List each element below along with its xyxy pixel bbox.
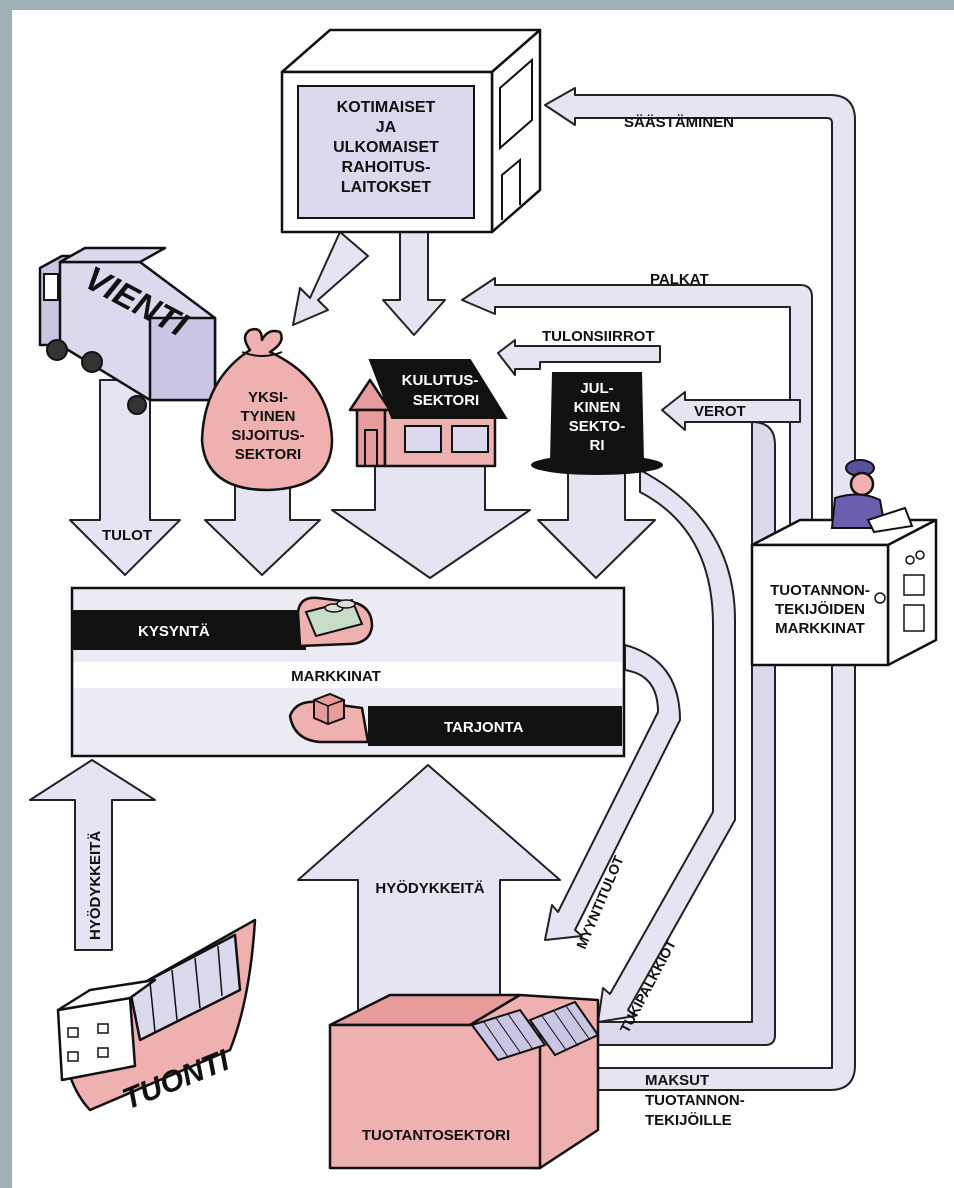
tulot-arrow [69, 379, 181, 576]
tukipalkkiot-arrow [597, 469, 736, 1023]
tuonti-up-arrow [29, 759, 156, 951]
julkinen-label-line-2: KINEN [574, 399, 621, 416]
julkinen-hat [531, 372, 663, 475]
rahoitus-building [280, 28, 542, 234]
tuotanto-factory [328, 993, 600, 1170]
tarjonta-label: TARJONTA [444, 719, 524, 736]
tuotanto-label: TUOTANTOSEKTORI [362, 1127, 510, 1144]
julkinen-label-line-1: JUL- [580, 380, 613, 397]
kulutus-label-line-2: SEKTORI [413, 392, 479, 409]
myyntitulot-arrow [544, 644, 681, 941]
yksityinen-label-line-1: YKSI- [248, 389, 288, 406]
yksityinen-label-line-3: SIJOITUS- [231, 427, 304, 444]
yksityinen-label: YKSI- TYINEN SIJOITUS- SEKTORI [231, 389, 304, 463]
julkinen-label-line-3: SEKTO- [569, 418, 625, 435]
yksityinen-label-line-4: SEKTORI [235, 446, 301, 463]
maksut-return-arrow [597, 421, 776, 1046]
rahoitus-label-line-1: KOTIMAISET [337, 99, 436, 116]
verot-arrow [661, 391, 801, 431]
tuonti-ship [56, 918, 257, 1112]
goods-hand-icon [288, 692, 370, 744]
tulot-label: TULOT [102, 527, 152, 544]
tuotannontekijoiden-label-line-3: MARKKINAT [775, 620, 865, 637]
tuotannontekijoiden-label: TUOTANNON- TEKIJÖIDEN MARKKINAT [770, 582, 870, 637]
tarjonta-bar [368, 706, 622, 746]
palkat-label: PALKAT [650, 271, 709, 288]
palkat-arrow [461, 277, 813, 566]
maksut-label: MAKSUT TUOTANNON- TEKIJÖILLE [645, 1072, 745, 1129]
tulonsiirrot-arrow [497, 339, 661, 376]
rahoitus-label-line-2: JA [376, 119, 397, 136]
maksut-label-line-1: MAKSUT [645, 1072, 709, 1089]
maksut-label-line-3: TEKIJÖILLE [645, 1112, 732, 1129]
yksityinen-money-bag [200, 327, 334, 492]
tuotannontekijoiden-label-line-2: TEKIJÖIDEN [775, 601, 865, 618]
markkinat-band [74, 662, 622, 688]
rahoitus-label-line-5: LAITOKSET [341, 179, 432, 196]
kysynta-label: KYSYNTÄ [138, 623, 210, 640]
tuotannontekijoiden-label-line-1: TUOTANNON- [770, 582, 870, 599]
kulutus-label: KULUTUS- SEKTORI [402, 372, 480, 409]
tulonsiirrot-label: TULONSIIRROT [542, 328, 655, 345]
vienti-truck [38, 246, 217, 415]
saastaminen-arrow [544, 87, 856, 1091]
yksityinen-down-arrow [204, 479, 321, 576]
rahoitus-label: KOTIMAISET JA ULKOMAISET RAHOITUS- LAITO… [333, 99, 439, 196]
tuotannontekijoiden-booth [750, 459, 938, 667]
money-hand-icon [296, 596, 374, 648]
rahoitus-label-line-4: RAHOITUS- [342, 159, 431, 176]
kysynta-bar [72, 610, 306, 650]
hyodykkeita-center-label: HYÖDYKKEITÄ [375, 880, 484, 897]
maksut-label-line-2: TUOTANNON- [645, 1092, 745, 1109]
rahoitus-to-yksityinen-arrow [292, 231, 369, 326]
rahoitus-label-line-3: ULKOMAISET [333, 139, 439, 156]
kulutus-house [348, 359, 508, 468]
saastaminen-label: SÄÄSTÄMINEN [624, 114, 734, 131]
verot-label: VEROT [694, 403, 746, 420]
julkinen-down-arrow [537, 469, 656, 579]
hyodykkeita-left-label: HYÖDYKKEITÄ [87, 831, 104, 940]
kulutus-down-arrow [331, 459, 531, 579]
kulutus-label-line-1: KULUTUS- [402, 372, 479, 389]
yksityinen-label-line-2: TYINEN [240, 408, 295, 425]
markkinat-label: MARKKINAT [291, 668, 381, 685]
julkinen-label: JUL- KINEN SEKTO- RI [569, 380, 625, 454]
rahoitus-to-kulutus-arrow [382, 231, 446, 336]
julkinen-label-line-4: RI [590, 437, 605, 454]
